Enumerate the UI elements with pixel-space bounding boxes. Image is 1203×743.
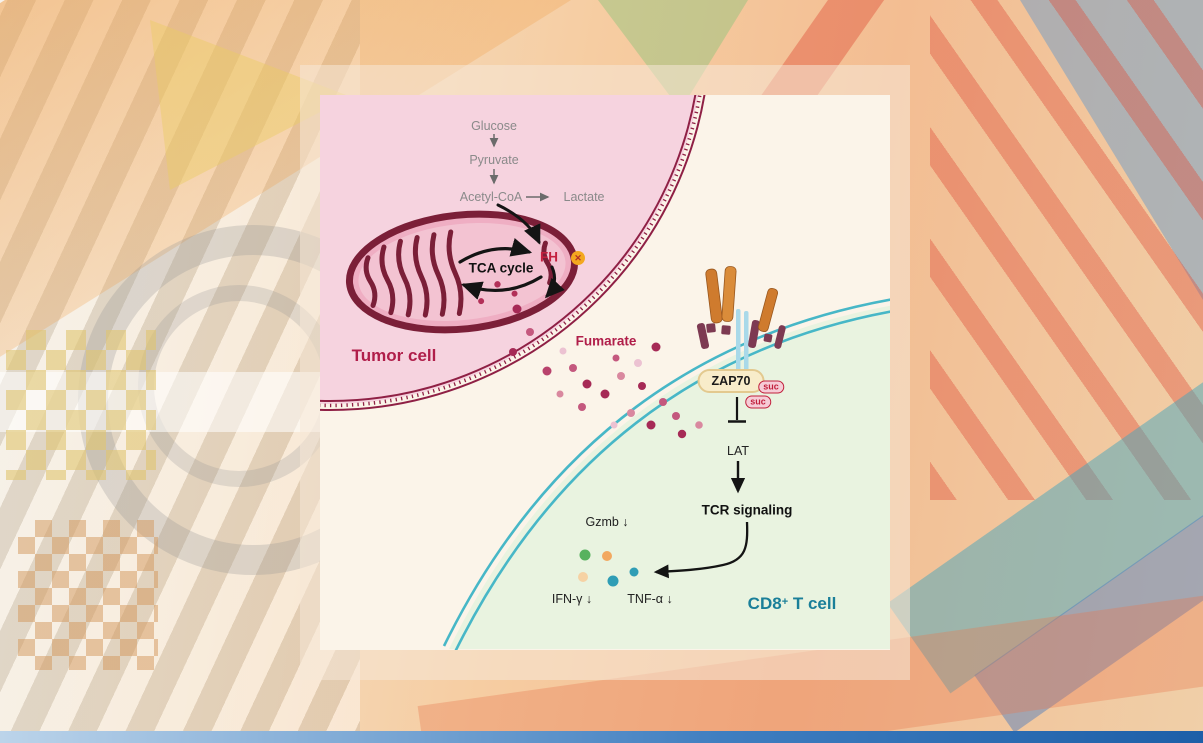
fumarate-dot [627,409,635,417]
bg-bottom-strip [0,731,1203,743]
diagram-svg [320,95,890,650]
fumarate-dot [634,359,642,367]
fumarate-dot [556,390,564,398]
cytokine-molecules [578,549,639,587]
label-fh: FH [540,249,558,265]
label-lactate: Lactate [563,190,605,204]
label-tumor-cell: Tumor cell [351,346,437,365]
cd8-sup: + [781,596,789,608]
fumarate-dot [526,328,534,336]
label-pyruvate: Pyruvate [469,153,519,167]
label-ifng: IFN-γ ↓ [551,592,593,606]
fumarate-dot [512,304,522,314]
fumarate-dot [509,348,517,356]
fumarate-dot [651,342,661,352]
fumarate-dot [582,379,592,389]
mitochondria-cristae [363,229,554,318]
fumarate-dot [646,420,656,430]
label-glucose: Glucose [471,119,517,133]
cytokine-dot [602,551,612,561]
label-lat: LAT [727,444,749,458]
cd8-suffix: T cell [788,594,837,613]
cytokine-dot [607,575,619,587]
bg-square-grid-2 [18,520,158,670]
fumarate-dot [542,366,552,376]
cd8-prefix: CD8 [747,594,782,613]
fumarate-dot [569,364,577,372]
fumarate-dot [610,421,618,429]
fumarate-dot [659,398,667,406]
signaling-arrows [653,397,749,579]
label-tcr-signaling: TCR signaling [701,502,793,518]
glycolysis-arrows [489,134,550,202]
fumarate-dot [677,429,687,439]
label-acetyl-coa: Acetyl-CoA [459,190,523,204]
figure-panel: Glucose Pyruvate Acetyl-CoA Lactate TCA … [300,65,910,680]
label-zap70: ZAP70 [697,369,765,393]
fumarate-dot [672,412,680,420]
label-tca-cycle: TCA cycle [468,260,534,276]
tcr-to-cytokines-arrow [653,521,749,579]
fumarate-dot [612,354,620,362]
suc-badge-1: suc [758,380,784,394]
fh-blocked-icon: ✕ [571,251,585,265]
tcr-complex [696,266,786,373]
fumarate-dot [600,389,610,399]
fumarate-dot [695,421,703,429]
label-cd8-t-cell: CD8+ T cell [748,594,837,614]
label-fumarate: Fumarate [575,333,637,349]
tca-cycle-arrows [458,203,565,300]
cytokine-dot [629,567,639,577]
suc-badge-2: suc [745,395,771,409]
fumarate-molecules [509,304,703,439]
label-tnfa: TNF-α ↓ [627,592,673,606]
tumor-membrane-beads [320,95,702,408]
cd3-chain [744,311,749,373]
bg-square-grid-1 [6,330,156,480]
fumarate-dot [559,347,567,355]
fumarate-dot [578,403,586,411]
diagram-canvas: Glucose Pyruvate Acetyl-CoA Lactate TCA … [320,95,890,650]
label-gzmb: Gzmb ↓ [585,515,629,529]
cytokine-dot [579,549,591,561]
fumarate-dot [638,382,646,390]
cytokine-dot [578,572,588,582]
cd3-chain [736,309,741,371]
fumarate-dot [617,372,625,380]
